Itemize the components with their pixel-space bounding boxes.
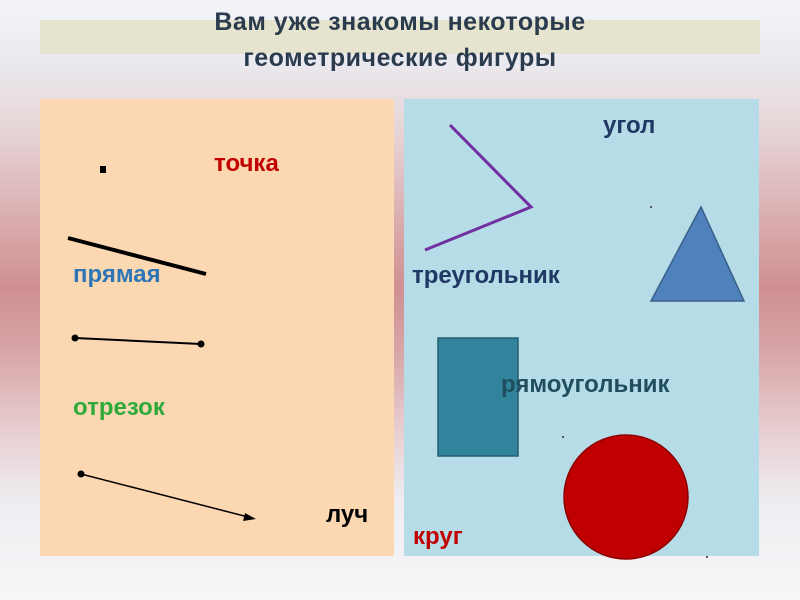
- triangle-shape: [649, 205, 746, 302]
- label-rectangle: рямоугольник: [501, 371, 670, 398]
- segment-shape: [74, 337, 202, 345]
- line-shape: [67, 236, 207, 276]
- angle-shape: [424, 123, 534, 252]
- ray-origin-point: [77, 470, 85, 478]
- ray-arrowhead: [243, 513, 256, 521]
- circle-shape: [563, 434, 689, 560]
- segment-endpoint-a: [71, 334, 79, 342]
- label-point: точка: [214, 150, 279, 177]
- label-circle: круг: [413, 523, 463, 550]
- stray-dot: [562, 436, 564, 438]
- segment-endpoint-b: [197, 340, 205, 348]
- left-panel: [40, 99, 394, 556]
- page-title: Вам уже знакомы некоторые геометрические…: [0, 4, 800, 76]
- title-band: [40, 20, 760, 54]
- label-ray: луч: [326, 501, 369, 528]
- label-line: прямая: [73, 261, 161, 288]
- ray-shape: [80, 473, 253, 519]
- title-line-1: Вам уже знакомы некоторые: [214, 8, 586, 36]
- stray-dot: [650, 206, 652, 208]
- point-shape: [100, 166, 106, 173]
- stray-dot: [706, 556, 708, 558]
- label-angle: угол: [603, 112, 656, 139]
- rectangle-shape: [437, 337, 519, 457]
- label-triangle: треугольник: [412, 262, 560, 289]
- title-line-2: геометрические фигуры: [243, 44, 557, 72]
- label-segment: отрезок: [73, 394, 165, 421]
